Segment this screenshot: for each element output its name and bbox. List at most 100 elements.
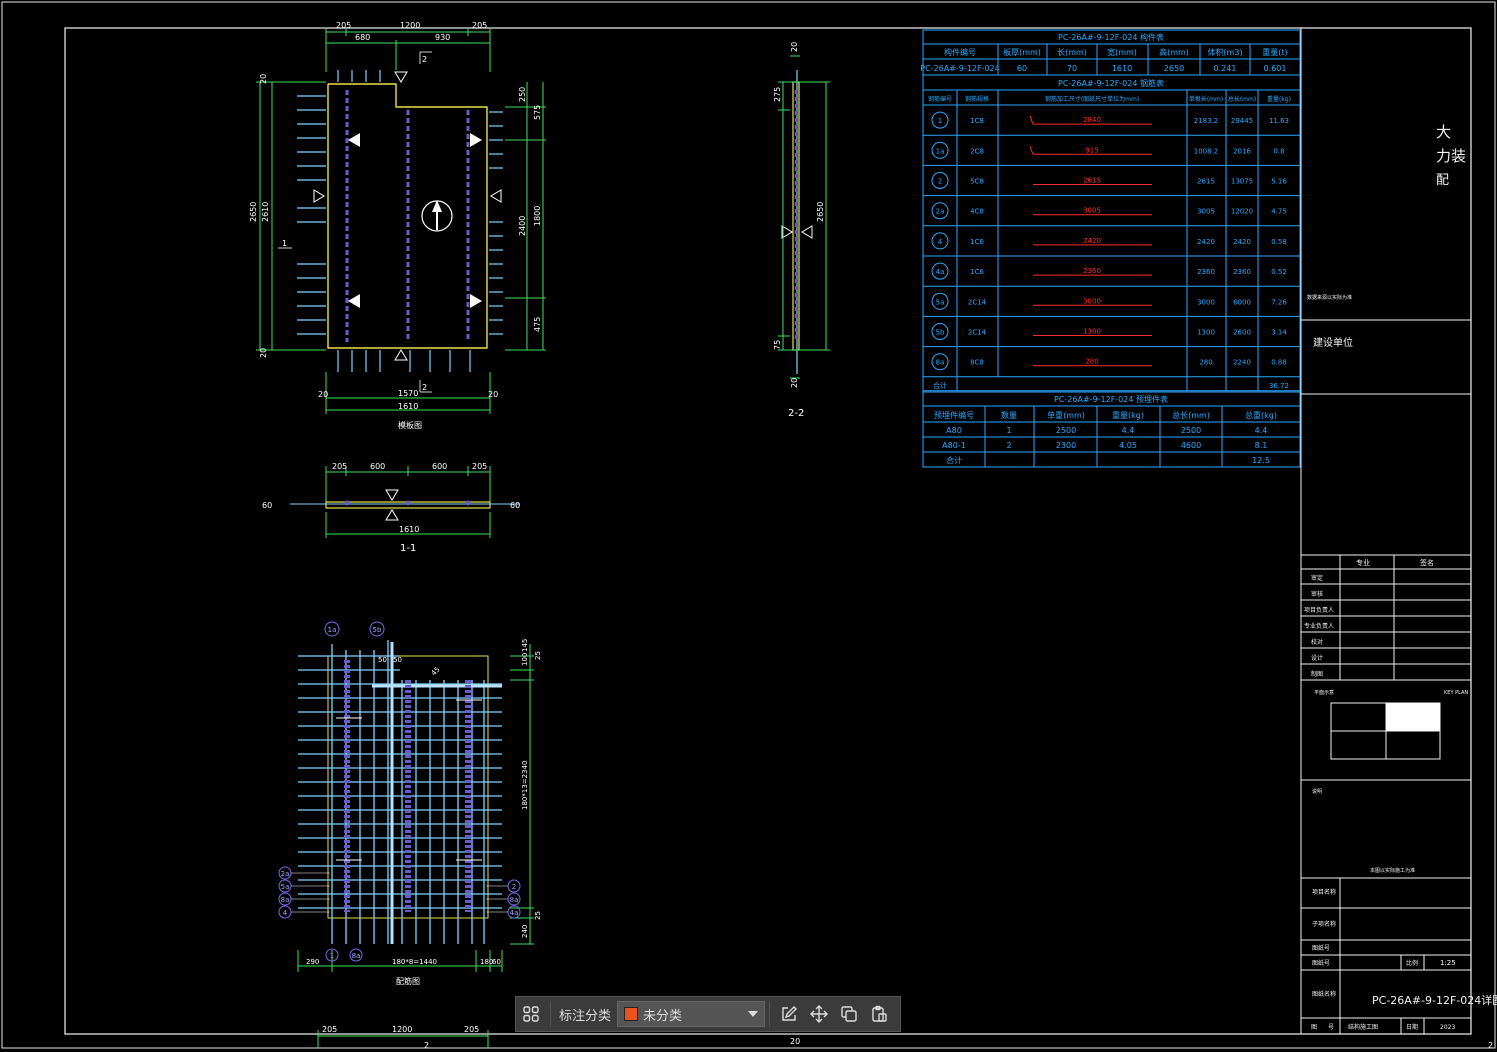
bottom-mark-3: 2 (1488, 1041, 1493, 1050)
rebar-row-no: 1a (936, 147, 945, 155)
ct-head-4: 高(mm) (1159, 47, 1189, 57)
rebar-row-total: 2016 (1233, 147, 1251, 155)
rebar-row-length-label: 3005 (1083, 207, 1101, 215)
rebar-number-circle (931, 292, 949, 310)
component-table (922, 29, 1301, 468)
ct-head-2: 长(mm) (1057, 47, 1087, 57)
plan-dim-right-2: 575 (533, 105, 542, 120)
embed-table-title: PC-26A#-9-12F-024 预埋件表 (1054, 394, 1168, 404)
rebar-plan: 1a 5b 2a 5a 8a 4 2 8a 4a 1 8a 50 50 45 1… (278, 621, 542, 986)
et-head-0: 预埋件编号 (934, 410, 974, 420)
plan-dim-right-1: 250 (518, 87, 527, 102)
rebar-tag-left-2: 5a (281, 883, 290, 891)
plan-dim-sub-1: 680 (355, 33, 370, 42)
edit-icon[interactable] (774, 999, 804, 1029)
et-r0-0: A80 (946, 426, 962, 435)
ct-cell-3: 1610 (1112, 64, 1132, 73)
rebar-row-total: 29445 (1231, 117, 1253, 125)
rebar-row-spec: 1C6 (970, 268, 984, 276)
scale-label: 比例 (1406, 959, 1418, 967)
rebar-total-value: 36.72 (1269, 382, 1289, 390)
rebar-row-spec: 2C8 (970, 147, 984, 155)
rebar-row-no: 8a (936, 359, 945, 367)
rebar-hook (1029, 115, 1034, 125)
rebar-number-circle (931, 353, 949, 371)
ct-cell-6: 0.601 (1264, 64, 1287, 73)
bottom-dim-2: 1200 (392, 1025, 412, 1034)
rebar-row-single: 3000 (1197, 298, 1215, 306)
annotation-category-select[interactable]: 未分类 (617, 1001, 766, 1027)
annotation-category-label: 标注分类 (559, 1008, 612, 1024)
build-unit: 建设单位 (1313, 336, 1353, 349)
annotation-toolbar: 标注分类 未分类 (515, 996, 901, 1032)
sign-row-1: 审核 (1311, 590, 1323, 598)
rebar-head-4: 总长(mm) (1228, 95, 1256, 103)
rebar-row-total: 6000 (1233, 298, 1251, 306)
rebar-row-single: 3005 (1197, 208, 1215, 216)
rebar-row-length-label: 3000 (1083, 297, 1101, 305)
rebar-row-weight: 3.14 (1271, 329, 1287, 337)
category-color-swatch (624, 1007, 639, 1021)
rebar-row-single: 1008.2 (1194, 147, 1219, 155)
grid-icon[interactable] (516, 999, 546, 1029)
plan-section-mark-bottom: 2 (422, 383, 427, 392)
s2-dim-2: 2650 (816, 202, 825, 222)
notes-small: 本图以实际施工为准 (1370, 867, 1415, 874)
copy-icon[interactable] (834, 999, 864, 1029)
date-head-4: 2023 (1440, 1024, 1455, 1031)
et-r1-2: 2300 (1056, 441, 1076, 450)
et-head-3: 重量(kg) (1112, 410, 1144, 420)
category-select-value: 未分类 (643, 1008, 683, 1024)
rebar-dim-top-2: 50 (393, 656, 402, 664)
title-block (1300, 28, 1471, 1034)
rebar-dim-right-5: 25 (534, 911, 542, 920)
sign-row-5: 设计 (1311, 654, 1323, 662)
et-head-1: 数量 (1001, 410, 1017, 420)
rebar-dim-right-1: 100 (521, 653, 529, 666)
rebar-row-total: 12020 (1231, 208, 1253, 216)
rebar-head-1: 钢筋规格 (965, 95, 989, 103)
bottom-mark-2: 20 (790, 1037, 800, 1046)
s1-side-right: 60 (510, 501, 520, 510)
rebar-tag-top-1: 1a (328, 626, 337, 634)
et-r1-0: A80-1 (942, 441, 966, 450)
ct-head-3: 宽(mm) (1107, 47, 1137, 57)
bottom-dim-3: 205 (464, 1025, 479, 1034)
sign-row-0: 审定 (1311, 574, 1323, 582)
rebar-tag-right-3: 4a (510, 909, 519, 917)
paste-icon[interactable] (864, 999, 894, 1029)
rebar-row-total: 13075 (1231, 178, 1253, 186)
section-2-2: 20 275 2650 75 20 2-2 (773, 42, 830, 419)
rebar-row-spec: 4C8 (970, 208, 984, 216)
rebar-number-circle (931, 202, 949, 220)
rebar-row-spec: 5C8 (970, 178, 984, 186)
rebar-total-label: 合计 (933, 381, 947, 390)
et-r0-1: 1 (1006, 426, 1011, 435)
plan-dim-right-5: 2400 (518, 216, 527, 236)
et-r1-4: 4600 (1181, 441, 1201, 450)
rebar-row-length-label: 2360 (1083, 267, 1101, 275)
rebar-tag-right-2: 8a (510, 896, 519, 904)
rebar-dim-top-1: 50 (378, 656, 387, 664)
rebar-row-no: 2 (938, 178, 942, 186)
rebar-number-circle (931, 172, 949, 189)
plan-dim-left-1: 2650 (249, 202, 258, 222)
rebar-dim-small: 45 (430, 665, 442, 677)
plan-dim-top-1: 205 (336, 21, 351, 30)
et-r0-5: 4.4 (1255, 426, 1268, 435)
rebar-tag-bottom-2: 8a (352, 952, 361, 960)
date-head-3: 日期 (1406, 1023, 1418, 1031)
ct-head-0: 构件编号 (944, 47, 976, 57)
rebar-row-spec: 2C14 (968, 298, 987, 306)
rebar-table-title: PC-26A#-9-12F-024 钢筋表 (1058, 78, 1164, 88)
key-plan-highlight (1386, 703, 1440, 731)
rebar-hook (1029, 146, 1034, 155)
rebar-dim-right-4: 180*13=2340 (521, 761, 529, 810)
bottom-dim-1: 205 (322, 1025, 337, 1034)
rebar-number-circle (931, 232, 949, 250)
rebar-row-no: 4 (938, 238, 943, 246)
rebar-row-spec: 1C6 (970, 238, 984, 246)
move-icon[interactable] (804, 999, 834, 1029)
